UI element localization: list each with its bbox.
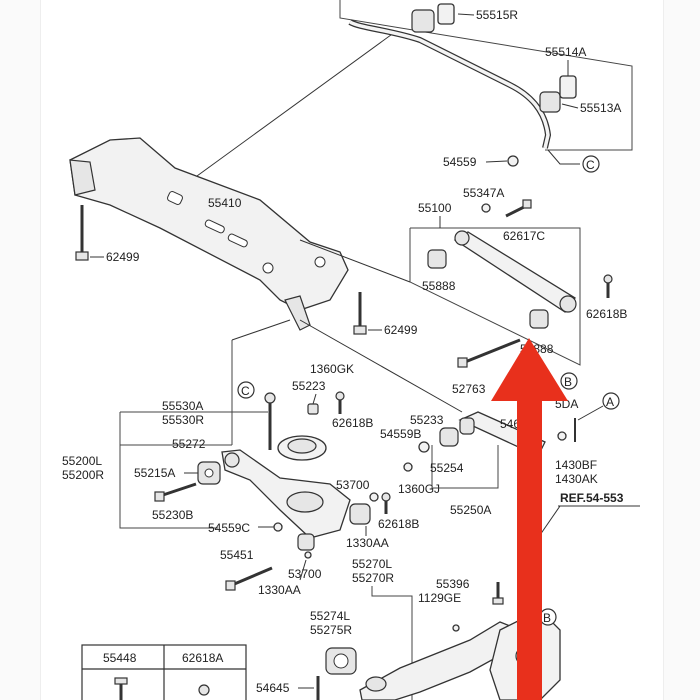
label-55200R: 55200R xyxy=(62,468,104,482)
bolt-55396 xyxy=(492,582,504,605)
label-62618B-low: 62618B xyxy=(378,517,419,531)
label-55223: 55223 xyxy=(292,379,326,393)
label-54645: 54645 xyxy=(256,681,290,695)
label-546xx: 546 xyxy=(500,417,520,431)
screw-1129GE xyxy=(452,624,460,632)
spring-seat-55272 xyxy=(277,435,327,461)
label-55396: 55396 xyxy=(436,577,470,591)
upper-arm-group-frame xyxy=(409,227,581,366)
table-header-62618A: 62618A xyxy=(182,651,223,665)
label-55530R: 55530R xyxy=(162,413,204,427)
label-55530A: 55530A xyxy=(162,399,203,413)
label-55100: 55100 xyxy=(418,201,452,215)
label-55451: 55451 xyxy=(220,548,254,562)
nut-54559 xyxy=(507,155,519,167)
bolt-62499-left xyxy=(75,205,89,261)
washer-1360GJ xyxy=(369,492,379,502)
lateral-link-group-frame xyxy=(431,445,499,489)
label-53700-a: 53700 xyxy=(336,478,370,492)
parts-table: 55448 62618A xyxy=(81,644,247,700)
label-53700-b: 53700 xyxy=(288,567,322,581)
table-header-55448: 55448 xyxy=(103,651,137,665)
left-margin xyxy=(0,0,41,700)
callout-b-upper-letter: B xyxy=(564,375,572,389)
label-1360GJ: 1360GJ xyxy=(398,482,440,496)
bolt-62499-right xyxy=(353,292,367,335)
bolt-55230B xyxy=(154,482,197,502)
lower-control-arm xyxy=(221,449,351,539)
label-55275R: 55275R xyxy=(310,623,352,637)
label-55272: 55272 xyxy=(172,437,206,451)
stabilizer-bushing-top xyxy=(411,3,455,33)
upper-control-arm xyxy=(453,230,577,313)
label-54559C: 54559C xyxy=(208,521,250,535)
stabilizer-bar xyxy=(348,19,552,149)
washer-55223 xyxy=(307,403,319,415)
callout-c-top xyxy=(582,155,600,173)
bolt-52763 xyxy=(457,338,521,368)
bushing-55215A xyxy=(197,461,221,485)
bolt-55451 xyxy=(225,566,273,591)
label-62499-right: 62499 xyxy=(384,323,418,337)
label-54559B: 54559B xyxy=(380,427,421,441)
nut-1430AK xyxy=(557,431,567,441)
bolt-62617C xyxy=(505,199,532,218)
label-55410: 55410 xyxy=(208,196,242,210)
bushing-55888-left xyxy=(427,249,447,269)
right-margin xyxy=(663,0,700,700)
stabilizer-group-frame xyxy=(339,0,633,151)
bushing-53700-a xyxy=(349,503,371,525)
callout-a xyxy=(602,392,620,410)
bushing-55254 xyxy=(439,417,475,447)
callout-a-letter: A xyxy=(606,395,614,409)
washer-55347A xyxy=(481,203,491,213)
label-1330AA-b: 1330AA xyxy=(258,583,301,597)
bolt-62618B-upper xyxy=(603,274,613,298)
ref-label: REF.54-553 xyxy=(560,491,624,505)
label-55200L: 55200L xyxy=(62,454,102,468)
label-55215A: 55215A xyxy=(134,466,175,480)
crossmember-55410 xyxy=(69,137,349,331)
label-62499-left: 62499 xyxy=(106,250,140,264)
bushing-55888-right xyxy=(529,309,549,329)
label-1430BF: 1430BF xyxy=(555,458,597,472)
bushing-53700-b xyxy=(297,533,315,559)
label-55270R: 55270R xyxy=(352,571,394,585)
label-54559: 54559 xyxy=(443,155,477,169)
label-62618B-mid: 62618B xyxy=(332,416,373,430)
label-55270L: 55270L xyxy=(352,557,392,571)
nut-54559B xyxy=(403,462,413,472)
callout-c-top-letter: C xyxy=(586,158,595,172)
label-62617C: 62617C xyxy=(503,229,545,243)
label-55514A: 55514A xyxy=(545,45,586,59)
bolt-62618B-mid xyxy=(335,391,345,414)
label-55274L: 55274L xyxy=(310,609,350,623)
label-55230B: 55230B xyxy=(152,508,193,522)
label-55513A: 55513A xyxy=(580,101,621,115)
label-1360GK: 1360GK xyxy=(310,362,354,376)
label-1430AK: 1430AK xyxy=(555,472,598,486)
label-55250A: 55250A xyxy=(450,503,491,517)
callout-b-lower-letter: B xyxy=(543,611,551,625)
bolt-62618B-low xyxy=(381,492,391,514)
label-1330AA-a: 1330AA xyxy=(346,536,389,550)
label-55347A: 55347A xyxy=(463,186,504,200)
label-55254: 55254 xyxy=(430,461,464,475)
washer-55233 xyxy=(418,441,430,453)
callout-c-lower xyxy=(237,381,255,399)
label-1129GE: 1129GE xyxy=(418,591,461,605)
nut-54559C xyxy=(273,522,283,532)
label-55233: 55233 xyxy=(410,413,444,427)
label-62618B-upper: 62618B xyxy=(586,307,627,321)
label-55888-left: 55888 xyxy=(422,279,456,293)
callout-b-upper xyxy=(560,372,578,390)
label-55515R: 55515R xyxy=(476,8,518,22)
stabilizer-link xyxy=(264,392,276,450)
red-annotation-arrow xyxy=(491,338,568,700)
trailing-arm-55270 xyxy=(325,621,521,700)
callout-c-lower-letter: C xyxy=(241,384,250,398)
stabilizer-bushing-right xyxy=(539,75,577,113)
label-52763: 52763 xyxy=(452,382,486,396)
